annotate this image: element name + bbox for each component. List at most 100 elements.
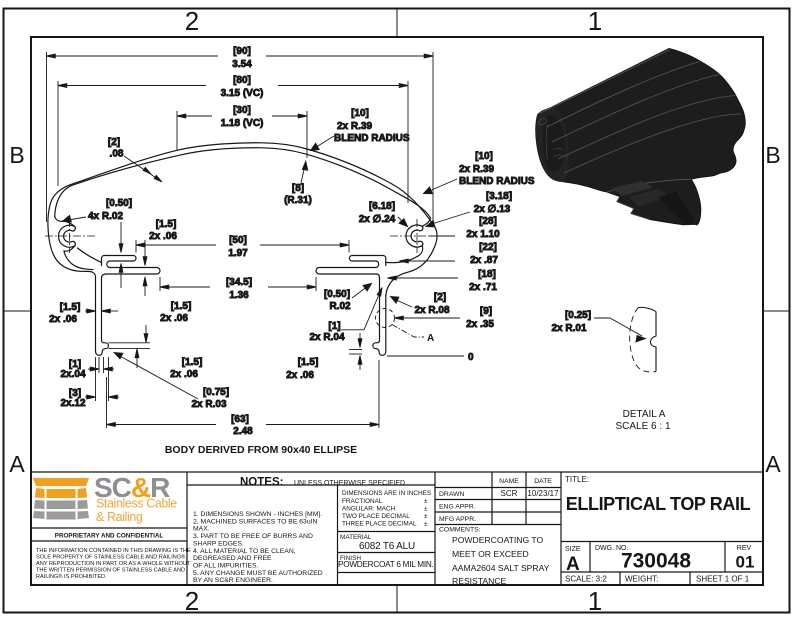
svg-text:ELLIPTICAL TOP RAIL: ELLIPTICAL TOP RAIL bbox=[566, 494, 751, 514]
svg-text:B: B bbox=[9, 142, 24, 168]
svg-text:SHEET 1 OF 1: SHEET 1 OF 1 bbox=[696, 575, 750, 584]
svg-text:FRACTIONAL: FRACTIONAL bbox=[342, 498, 383, 505]
svg-text:[1]: [1] bbox=[69, 359, 81, 370]
svg-text:2x R.39: 2x R.39 bbox=[337, 121, 372, 132]
svg-text:2x ∅.13: 2x ∅.13 bbox=[474, 204, 511, 215]
svg-text:2x R.03: 2x R.03 bbox=[191, 399, 226, 410]
svg-text:POWDERCOAT 6 MIL MIN.: POWDERCOAT 6 MIL MIN. bbox=[338, 560, 434, 569]
svg-text:PROPRIETARY AND CONFIDENTIAL: PROPRIETARY AND CONFIDENTIAL bbox=[55, 533, 164, 540]
svg-text:2x .06: 2x .06 bbox=[49, 314, 77, 325]
svg-text:2x .71: 2x .71 bbox=[469, 282, 497, 293]
svg-text:SCALE: 3:2: SCALE: 3:2 bbox=[565, 575, 607, 584]
svg-text:2x .06: 2x .06 bbox=[170, 369, 198, 380]
svg-text:[80]: [80] bbox=[233, 75, 251, 86]
svg-text:2x .06: 2x .06 bbox=[160, 313, 188, 324]
svg-text:R.02: R.02 bbox=[329, 301, 351, 312]
svg-text:[3.18]: [3.18] bbox=[486, 191, 512, 202]
svg-text:1: 1 bbox=[588, 6, 602, 36]
svg-text:SC&R: SC&R bbox=[94, 472, 170, 503]
svg-text:[1.5]: [1.5] bbox=[156, 219, 177, 230]
svg-text:POWDERCOATING TO: POWDERCOATING TO bbox=[452, 535, 544, 545]
svg-text:[50]: [50] bbox=[229, 235, 247, 246]
svg-text:3. PART TO BE FREE OF BURRS AN: 3. PART TO BE FREE OF BURRS AND bbox=[193, 533, 313, 540]
svg-text:DIMENSIONS ARE IN INCHES: DIMENSIONS ARE IN INCHES bbox=[342, 490, 431, 497]
svg-text:SCALE 6 : 1: SCALE 6 : 1 bbox=[615, 421, 670, 432]
svg-text:DRAWN: DRAWN bbox=[439, 491, 465, 498]
svg-text:BLEND RADIUS: BLEND RADIUS bbox=[334, 133, 410, 144]
svg-text:A: A bbox=[566, 554, 580, 575]
svg-text:2. MACHINED SURFACES TO BE 63u: 2. MACHINED SURFACES TO BE 63uIN bbox=[193, 518, 317, 525]
svg-text:[30]: [30] bbox=[233, 105, 251, 116]
svg-text:1.97: 1.97 bbox=[228, 248, 248, 259]
svg-text:[9]: [9] bbox=[480, 306, 492, 317]
svg-text:(R.31): (R.31) bbox=[284, 195, 312, 206]
svg-text:SHARP EDGES.: SHARP EDGES. bbox=[193, 540, 244, 547]
svg-text:1.36: 1.36 bbox=[229, 290, 249, 301]
svg-text:±: ± bbox=[424, 498, 428, 505]
svg-text:DEGREASED AND FREE: DEGREASED AND FREE bbox=[193, 555, 272, 562]
svg-text:[0.50]: [0.50] bbox=[106, 198, 132, 209]
svg-text:TWO PLACE DECIMAL: TWO PLACE DECIMAL bbox=[342, 513, 410, 520]
svg-text:A: A bbox=[9, 451, 25, 477]
svg-text:DATE: DATE bbox=[534, 478, 552, 485]
svg-text:2x .87: 2x .87 bbox=[470, 255, 498, 266]
svg-text:[0.50]: [0.50] bbox=[324, 289, 350, 300]
svg-text:AAMA2604 SALT SPRAY: AAMA2604 SALT SPRAY bbox=[452, 563, 550, 573]
svg-text:1: 1 bbox=[588, 586, 602, 616]
svg-text:RESISTANCE: RESISTANCE bbox=[452, 576, 507, 586]
svg-text:THE INFORMATION CONTAINED IN T: THE INFORMATION CONTAINED IN THIS DRAWIN… bbox=[36, 548, 191, 554]
svg-text:[2]: [2] bbox=[108, 137, 120, 148]
svg-text:4x R.02: 4x R.02 bbox=[88, 211, 123, 222]
svg-text:MEET OR EXCEED: MEET OR EXCEED bbox=[452, 549, 529, 559]
svg-text:& Railing: & Railing bbox=[96, 510, 143, 524]
svg-text:[18]: [18] bbox=[478, 269, 496, 280]
svg-text:THREE PLACE DECIMAL: THREE PLACE DECIMAL bbox=[342, 521, 417, 528]
svg-text:MATERIAL: MATERIAL bbox=[340, 534, 372, 541]
svg-text:NAME: NAME bbox=[499, 478, 519, 485]
svg-text:.08: .08 bbox=[110, 149, 124, 160]
svg-text:[3]: [3] bbox=[69, 388, 81, 399]
svg-text:[10]: [10] bbox=[351, 108, 369, 119]
svg-text:ENG APPR.: ENG APPR. bbox=[439, 504, 476, 511]
svg-text:0: 0 bbox=[468, 352, 474, 363]
svg-text:2x .06: 2x .06 bbox=[149, 231, 177, 242]
svg-text:A: A bbox=[765, 451, 781, 477]
svg-text:2x R.08: 2x R.08 bbox=[414, 305, 449, 316]
svg-text:REV: REV bbox=[737, 545, 752, 552]
svg-text:2x R.04: 2x R.04 bbox=[309, 332, 344, 343]
svg-text:3.54: 3.54 bbox=[232, 59, 252, 70]
svg-text:[0.25]: [0.25] bbox=[565, 310, 591, 321]
svg-text:[28]: [28] bbox=[479, 216, 497, 227]
svg-text:TITLE:: TITLE: bbox=[565, 475, 589, 484]
svg-text:A: A bbox=[427, 333, 434, 344]
svg-text:B: B bbox=[765, 142, 780, 168]
svg-text:2x 1.10: 2x 1.10 bbox=[466, 229, 500, 240]
svg-text:ANGULAR: MACH: ANGULAR: MACH bbox=[342, 506, 396, 513]
svg-text:2: 2 bbox=[185, 6, 199, 36]
svg-text:4. ALL MATERIAL TO BE CLEAN,: 4. ALL MATERIAL TO BE CLEAN, bbox=[193, 548, 296, 555]
svg-text:2x .35: 2x .35 bbox=[466, 319, 494, 330]
svg-text:01: 01 bbox=[736, 553, 755, 572]
svg-text:[1.5]: [1.5] bbox=[298, 357, 319, 368]
svg-text:±: ± bbox=[424, 506, 428, 513]
svg-text:[1.5]: [1.5] bbox=[182, 357, 203, 368]
svg-text:SCR: SCR bbox=[501, 489, 518, 498]
svg-text:BY AN SC&R ENGINEER.: BY AN SC&R ENGINEER. bbox=[193, 577, 273, 584]
svg-text:SOLE PROPERTY OF STAINLESS CAB: SOLE PROPERTY OF STAINLESS CABLE AND RAI… bbox=[36, 554, 187, 561]
svg-text:6082 T6 ALU: 6082 T6 ALU bbox=[359, 541, 415, 552]
svg-text:[6.18]: [6.18] bbox=[369, 201, 395, 212]
svg-text:Stainless Cable: Stainless Cable bbox=[96, 497, 177, 511]
svg-text:RAILING® IS PROHIBITED.: RAILING® IS PROHIBITED. bbox=[36, 573, 107, 580]
svg-text:OF ALL IMPURITIES.: OF ALL IMPURITIES. bbox=[193, 563, 259, 570]
svg-text:2x .06: 2x .06 bbox=[286, 370, 314, 381]
svg-text:±: ± bbox=[424, 521, 428, 528]
svg-text:NOTES:: NOTES: bbox=[240, 477, 283, 489]
svg-text:THE WRITTEN PERMISSION OF STAI: THE WRITTEN PERMISSION OF STAINLESS CABL… bbox=[36, 568, 185, 574]
svg-text:ANY REPRODUCTION IN PART OR AS: ANY REPRODUCTION IN PART OR AS A WHOLE W… bbox=[36, 561, 191, 567]
svg-text:UNLESS OTHERWISE SPECIFIED: UNLESS OTHERWISE SPECIFIED bbox=[294, 480, 405, 487]
svg-text:WEIGHT:: WEIGHT: bbox=[625, 575, 658, 584]
svg-text:730048: 730048 bbox=[621, 550, 691, 573]
svg-text:2: 2 bbox=[185, 586, 199, 616]
svg-text:[8]: [8] bbox=[292, 183, 304, 194]
svg-text:BODY DERIVED FROM 90x40 ELLIPS: BODY DERIVED FROM 90x40 ELLIPSE bbox=[165, 444, 357, 456]
